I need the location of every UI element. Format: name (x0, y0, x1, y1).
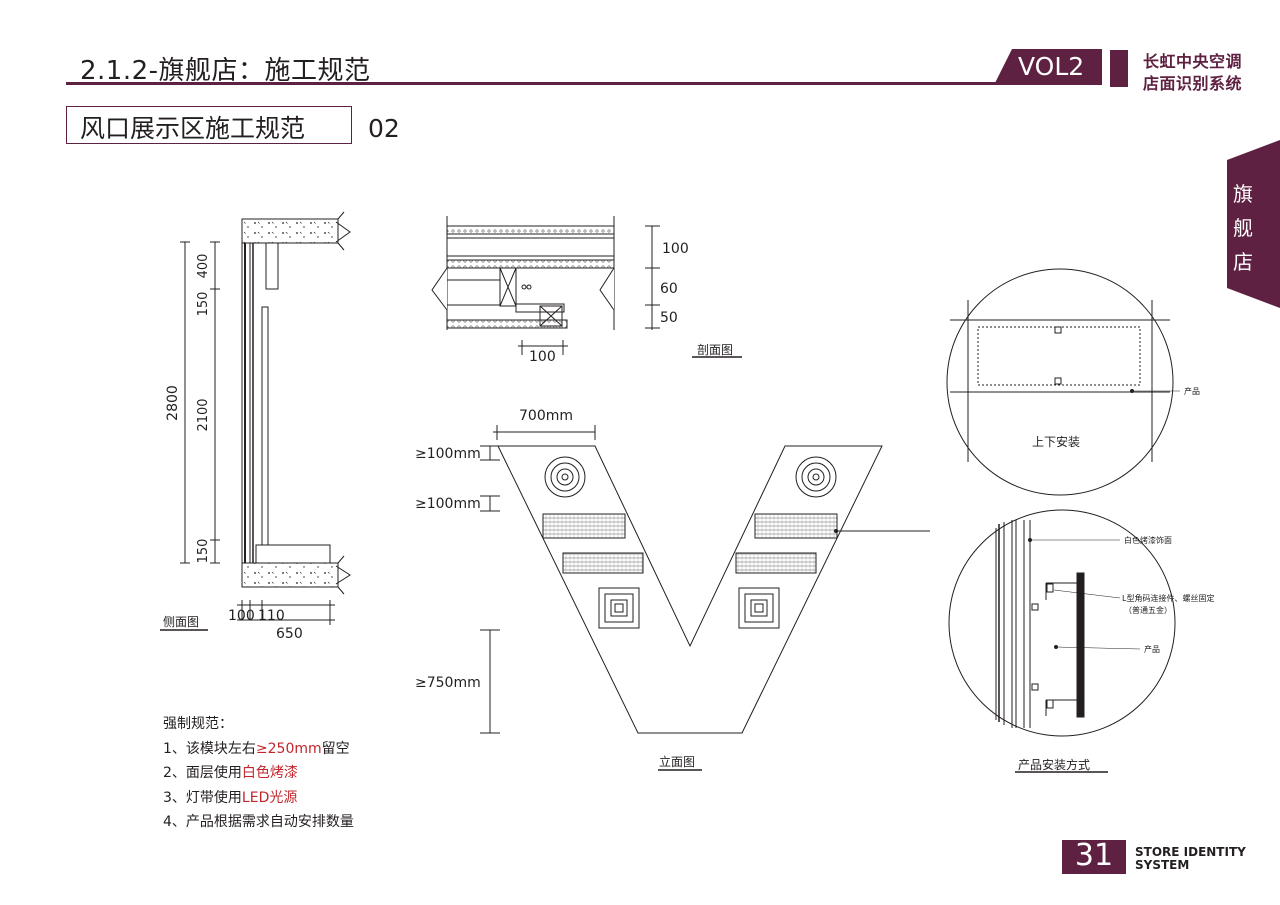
detail-label: 产品 (1184, 386, 1200, 396)
dim-label: ≥100mm (415, 496, 481, 512)
dim-label: 400 (196, 254, 211, 279)
section-title: 风口展示区施工规范 (80, 114, 306, 143)
dim-label: 100 (529, 349, 556, 365)
detail-top-drawing (946, 268, 1180, 496)
page-title: 2.1.2-旗舰店：施工规范 (80, 56, 371, 86)
mandatory-notes: 强制规范： 1、该模块左右≥250mm留空 2、面层使用白色烤漆 3、灯带使用L… (163, 712, 354, 835)
elevation-drawing (480, 425, 930, 771)
page-number: 31 (1074, 838, 1114, 873)
dim-label: 100 (662, 241, 689, 257)
dim-label: ≥100mm (415, 446, 481, 462)
dim-label: 100 (228, 608, 255, 624)
section-view-caption: 剖面图 (697, 343, 733, 357)
detail-label: 白色烤漆饰面 (1124, 535, 1172, 545)
detail-bottom-caption: 产品安装方式 (1018, 757, 1090, 772)
side-view-caption: 侧面图 (163, 615, 199, 629)
dim-label: 650 (276, 626, 303, 642)
dim-label: 150 (196, 292, 211, 317)
note-item: 1、该模块左右≥250mm留空 (163, 740, 350, 757)
detail-top-caption: 上下安装 (1032, 434, 1080, 449)
detail-label: L型角码连接件、螺丝固定 (1122, 593, 1214, 603)
section-title-box (66, 106, 352, 144)
elevation-caption: 立面图 (659, 754, 695, 769)
header-rule (66, 82, 1011, 85)
side-tab-char: 舰 (1233, 216, 1253, 240)
brand-name: 长虹中央空调 (1143, 52, 1243, 71)
footer-label: SYSTEM (1135, 858, 1190, 872)
page-number-box (1062, 840, 1126, 874)
dim-label: ≥750mm (415, 675, 481, 691)
vol-label: VOL2 (1018, 52, 1085, 81)
brand-subtitle: 店面识别系统 (1143, 74, 1243, 93)
side-view-drawing (160, 211, 351, 631)
dim-label: 2100 (196, 398, 211, 431)
dim-label: 2800 (165, 385, 181, 421)
dim-label: 60 (660, 281, 678, 297)
side-tab-char: 旗 (1233, 182, 1253, 206)
note-item: 4、产品根据需求自动安排数量 (163, 814, 354, 830)
section-view-drawing (431, 216, 742, 358)
footer-label: STORE IDENTITY (1135, 845, 1246, 859)
note-item: 2、面层使用白色烤漆 (163, 765, 298, 781)
side-tab-char: 店 (1233, 250, 1253, 274)
notes-heading: 强制规范： (163, 716, 233, 732)
dim-label: 110 (258, 608, 285, 624)
dim-label: 150 (196, 539, 211, 564)
brand-bar (1110, 50, 1128, 87)
dim-label: 50 (660, 310, 678, 326)
detail-bottom-drawing (948, 509, 1176, 773)
section-number: 02 (368, 114, 400, 143)
note-item: 3、灯带使用LED光源 (163, 789, 298, 806)
dim-label: 700mm (519, 408, 573, 424)
detail-label: 产品 (1144, 644, 1160, 654)
detail-label: （普通五金） (1124, 605, 1172, 615)
vol-tab (994, 49, 1102, 85)
side-tab (1227, 140, 1280, 308)
